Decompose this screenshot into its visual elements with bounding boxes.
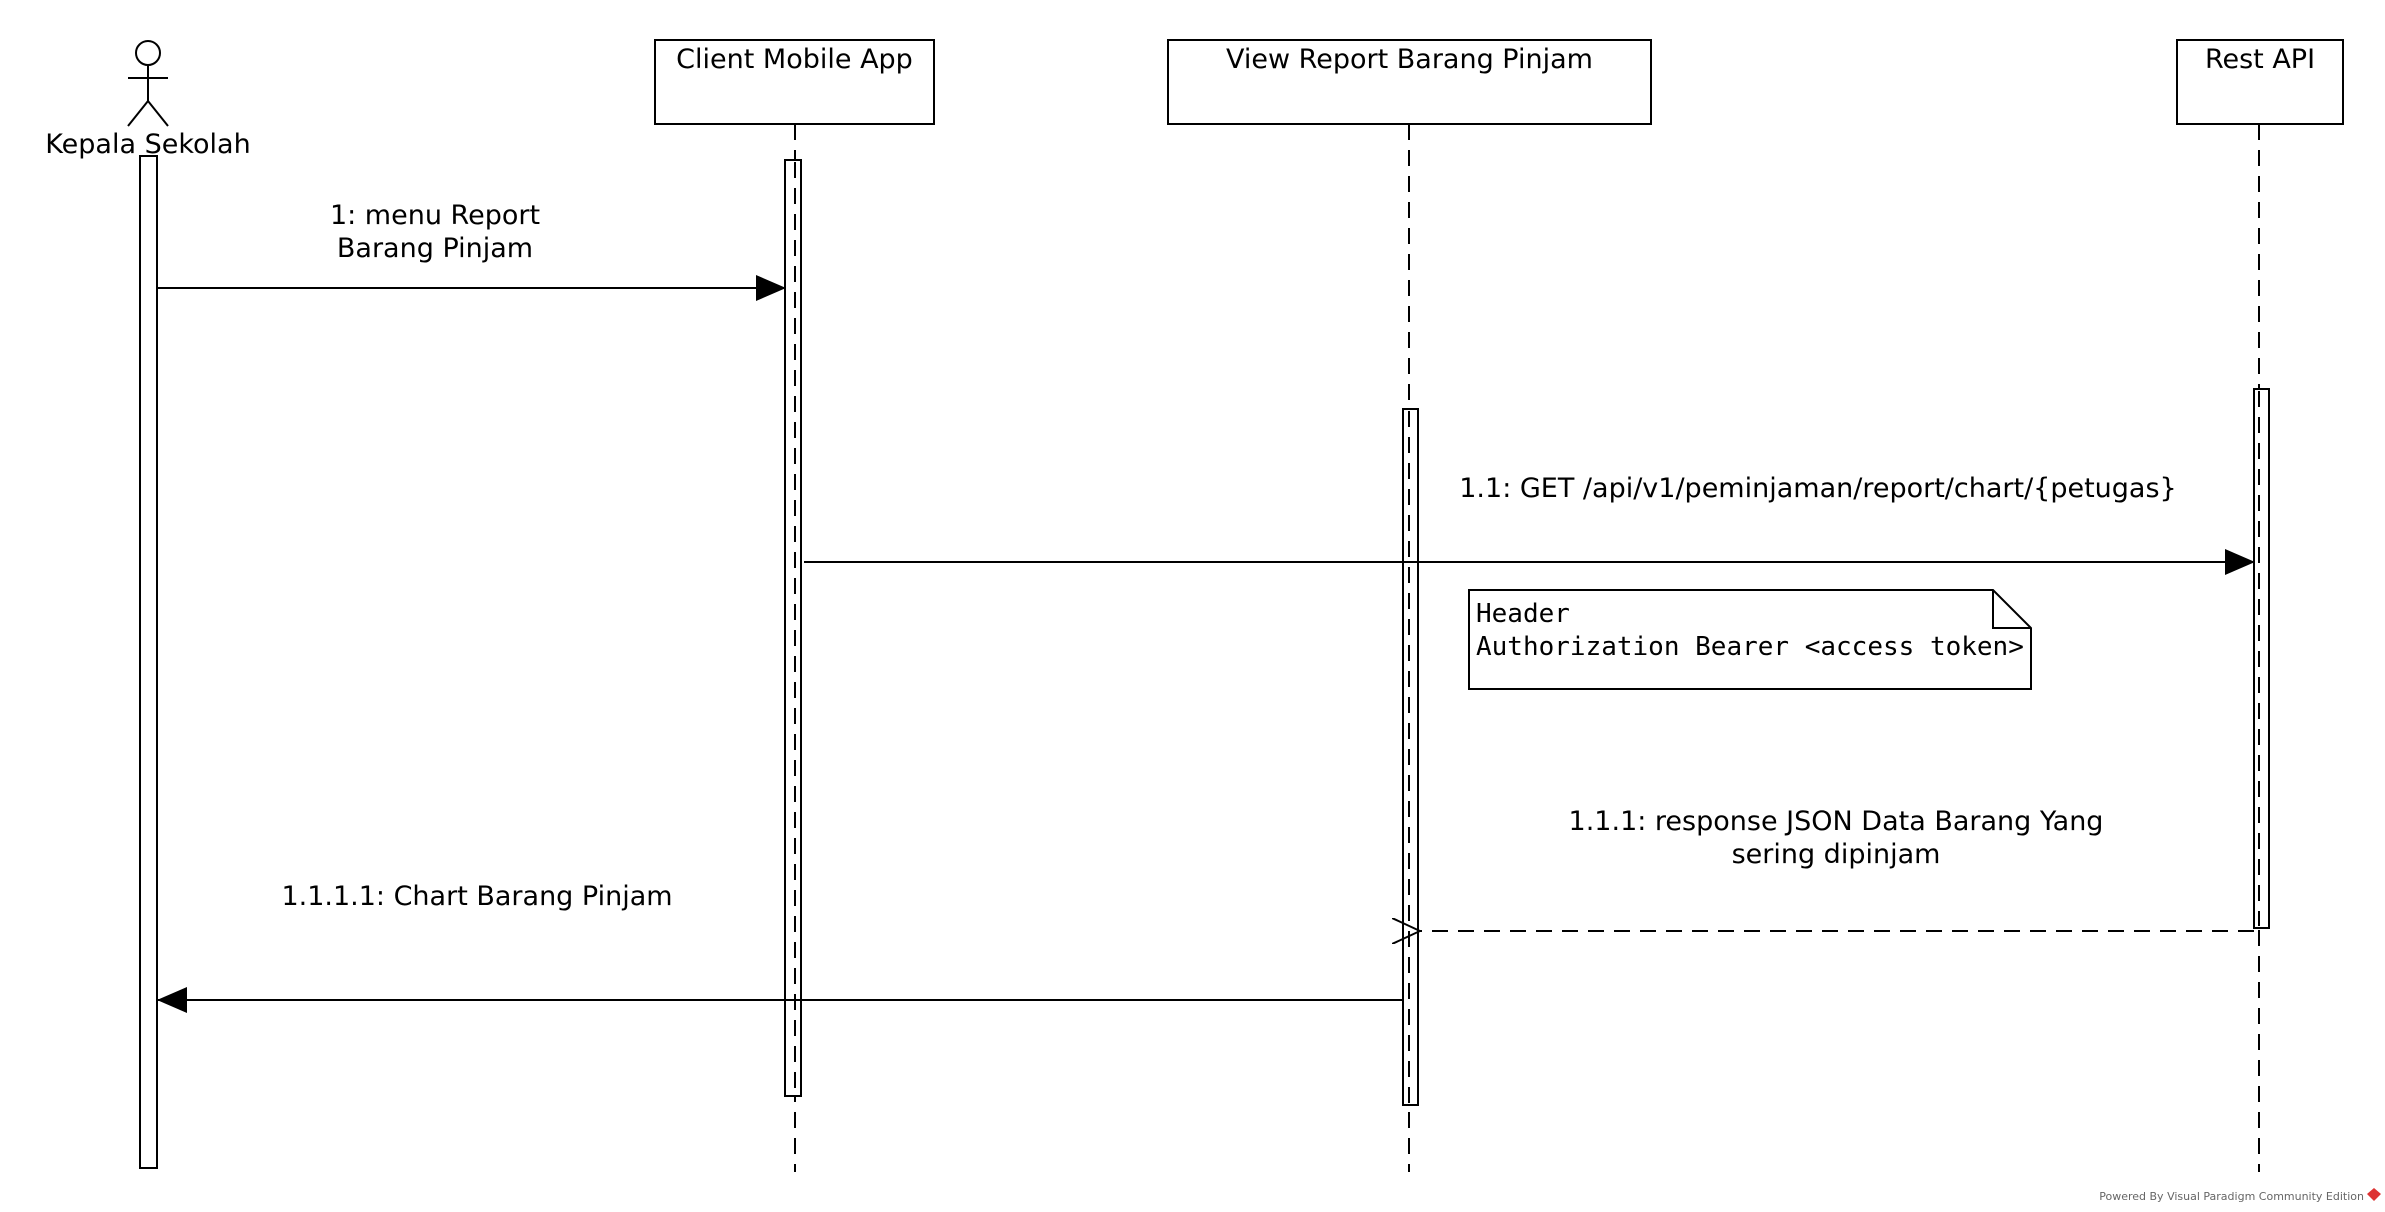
message-label: sering dipinjam [1732, 839, 1941, 870]
activation-bar-actor [139, 155, 158, 1169]
message-1-1-get-request: 1.1: GET /api/v1/peminjaman/report/chart… [804, 473, 2255, 575]
actor-label: Kepala Sekolah [45, 129, 250, 160]
watermark-text: Powered By Visual Paradigm Community Edi… [2099, 1190, 2364, 1203]
note-line: Header [1476, 599, 1570, 629]
activation-bar-view [1402, 408, 1419, 1106]
message-label: Barang Pinjam [337, 233, 533, 264]
message-1-1-1-response: 1.1.1: response JSON Data Barang Yang se… [1420, 806, 2254, 931]
participant-label: Rest API [2205, 44, 2315, 75]
participant-rest-api: Rest API [2176, 39, 2344, 125]
message-1-1-1-1-chart: 1.1.1.1: Chart Barang Pinjam [157, 881, 1403, 1013]
note-line: Authorization Bearer <access token> [1476, 632, 2024, 662]
participant-client-mobile-app: Client Mobile App [654, 39, 935, 125]
message-label: 1.1: GET /api/v1/peminjaman/report/chart… [1459, 473, 2176, 504]
participant-label: View Report Barang Pinjam [1226, 44, 1593, 75]
watermark: Powered By Visual Paradigm Community Edi… [2099, 1188, 2381, 1203]
message-label: 1.1.1: response JSON Data Barang Yang [1569, 806, 2104, 837]
message-label: 1.1.1.1: Chart Barang Pinjam [281, 881, 672, 912]
visual-paradigm-logo-icon [2367, 1188, 2381, 1201]
message-1-menu-report: 1: menu Report Barang Pinjam [158, 200, 786, 301]
actor-stick-figure-icon [127, 40, 169, 127]
activation-bar-client [784, 159, 802, 1097]
activation-bar-api [2253, 388, 2270, 929]
participant-view-report-barang-pinjam: View Report Barang Pinjam [1167, 39, 1652, 125]
note-header-authorization: Header Authorization Bearer <access toke… [1468, 589, 2032, 690]
actor-kepala-sekolah: Kepala Sekolah [45, 40, 251, 160]
message-label: 1: menu Report [330, 200, 540, 231]
participant-label: Client Mobile App [676, 44, 913, 75]
